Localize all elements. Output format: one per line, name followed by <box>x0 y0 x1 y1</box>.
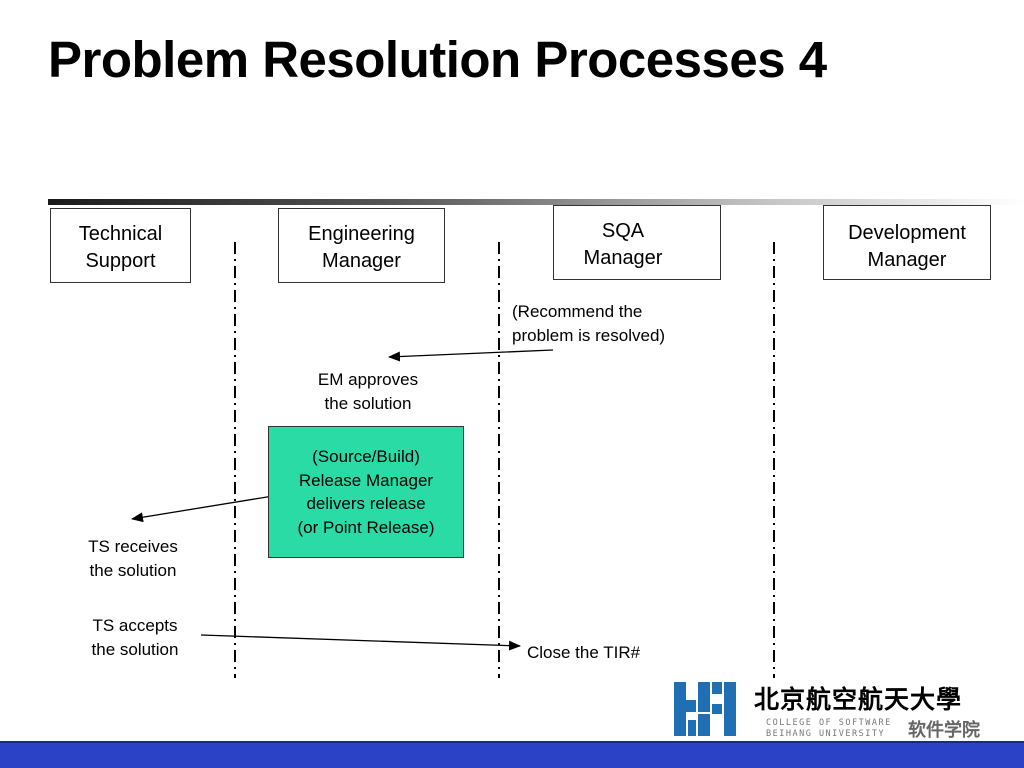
role-sqa-manager: SQA Manager <box>553 205 721 280</box>
arrow-ts-to-close <box>200 634 521 651</box>
ts-accepts-text: TS accepts the solution <box>68 614 202 661</box>
slide-title: Problem Resolution Processes 4 <box>48 31 827 88</box>
recommend-resolved-text: (Recommend the problem is resolved) <box>512 300 665 347</box>
arrow-release-to-ts <box>131 495 274 523</box>
university-logo: 北京航空航天大學 COLLEGE OF SOFTWARE BEIHANG UNI… <box>672 678 1002 741</box>
beihang-logo-icon <box>672 680 738 738</box>
release-line2: Release Manager <box>298 470 434 490</box>
role-development-manager: Development Manager <box>823 205 991 280</box>
role-engineering-manager-line2: Manager <box>322 250 401 272</box>
role-engineering-manager-line1: Engineering <box>308 223 415 245</box>
role-development-manager-line1: Development <box>848 222 966 244</box>
university-name-en: BEIHANG UNIVERSITY <box>766 729 886 739</box>
college-name-en: COLLEGE OF SOFTWARE <box>766 718 892 728</box>
release-manager-box: (Source/Build) Release Manager delivers … <box>268 426 464 558</box>
em-approves-line2: the solution <box>324 393 412 413</box>
arrow-sqa-to-em <box>388 349 554 362</box>
ts-receives-line2: the solution <box>89 560 177 580</box>
title-underline <box>48 199 1024 205</box>
role-sqa-manager-line2: Manager <box>583 247 663 269</box>
role-technical-support: Technical Support <box>50 208 191 283</box>
close-tir-text: Close the TIR# <box>527 643 641 662</box>
release-line1: (Source/Build) <box>312 447 420 466</box>
release-line3: delivers release <box>306 494 426 513</box>
em-approves-text: EM approves the solution <box>298 368 438 415</box>
role-sqa-manager-line1: SQA <box>601 220 645 242</box>
release-line4: (or Point Release) <box>297 517 435 537</box>
ts-accepts-line2: the solution <box>91 639 179 659</box>
role-development-manager-line2: Manager <box>867 249 947 271</box>
footer-bar <box>0 741 1024 768</box>
ts-receives-line1: TS receives <box>88 537 178 556</box>
university-name-cn: 北京航空航天大學 <box>754 685 963 714</box>
em-approves-line1: EM approves <box>317 370 419 389</box>
role-technical-support-line2: Support <box>85 250 156 272</box>
ts-accepts-line1: TS accepts <box>92 616 178 635</box>
role-technical-support-line1: Technical <box>78 223 163 245</box>
recommend-line2: problem is resolved) <box>512 325 666 345</box>
ts-receives-text: TS receives the solution <box>66 535 200 582</box>
role-engineering-manager: Engineering Manager <box>278 208 445 283</box>
college-name-cn: 软件学院 <box>908 720 980 741</box>
recommend-line1: (Recommend the <box>512 302 643 321</box>
